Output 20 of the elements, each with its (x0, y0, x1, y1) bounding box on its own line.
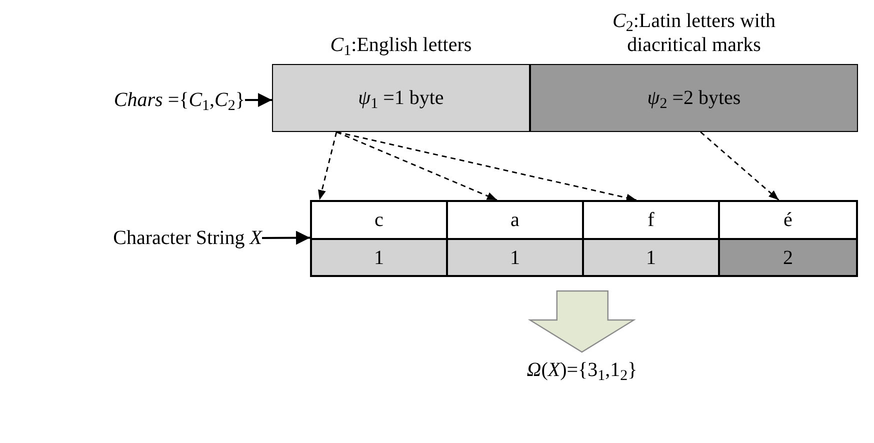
set-heading: C$_{2}$:Latin letters with diacritical marks (611, 9, 777, 57)
result-label: Ω(X)={3$_{1}$,1$_{2}$} (526, 358, 638, 385)
block-arrow (528, 290, 636, 353)
table-cell: f (583, 201, 719, 239)
set-label: Chars ={C$_{1}$,C$_{2}$} (114, 88, 245, 115)
arrow (700, 131, 780, 201)
table-cell: 1 (447, 239, 583, 276)
arrow (318, 132, 338, 200)
table-cell: a (447, 201, 583, 239)
arrow (245, 93, 272, 108)
table-cell: c (311, 201, 447, 239)
arrow (336, 131, 498, 201)
arrow (262, 230, 310, 245)
string-label: Character String X (113, 226, 262, 251)
table-cell: é (719, 201, 857, 239)
table-cell: 2 (719, 239, 857, 276)
table-cell: 1 (311, 239, 447, 276)
string-table (310, 200, 858, 277)
table-cell: 1 (583, 239, 719, 276)
set-heading: C$_{1}$:English letters (329, 33, 473, 57)
